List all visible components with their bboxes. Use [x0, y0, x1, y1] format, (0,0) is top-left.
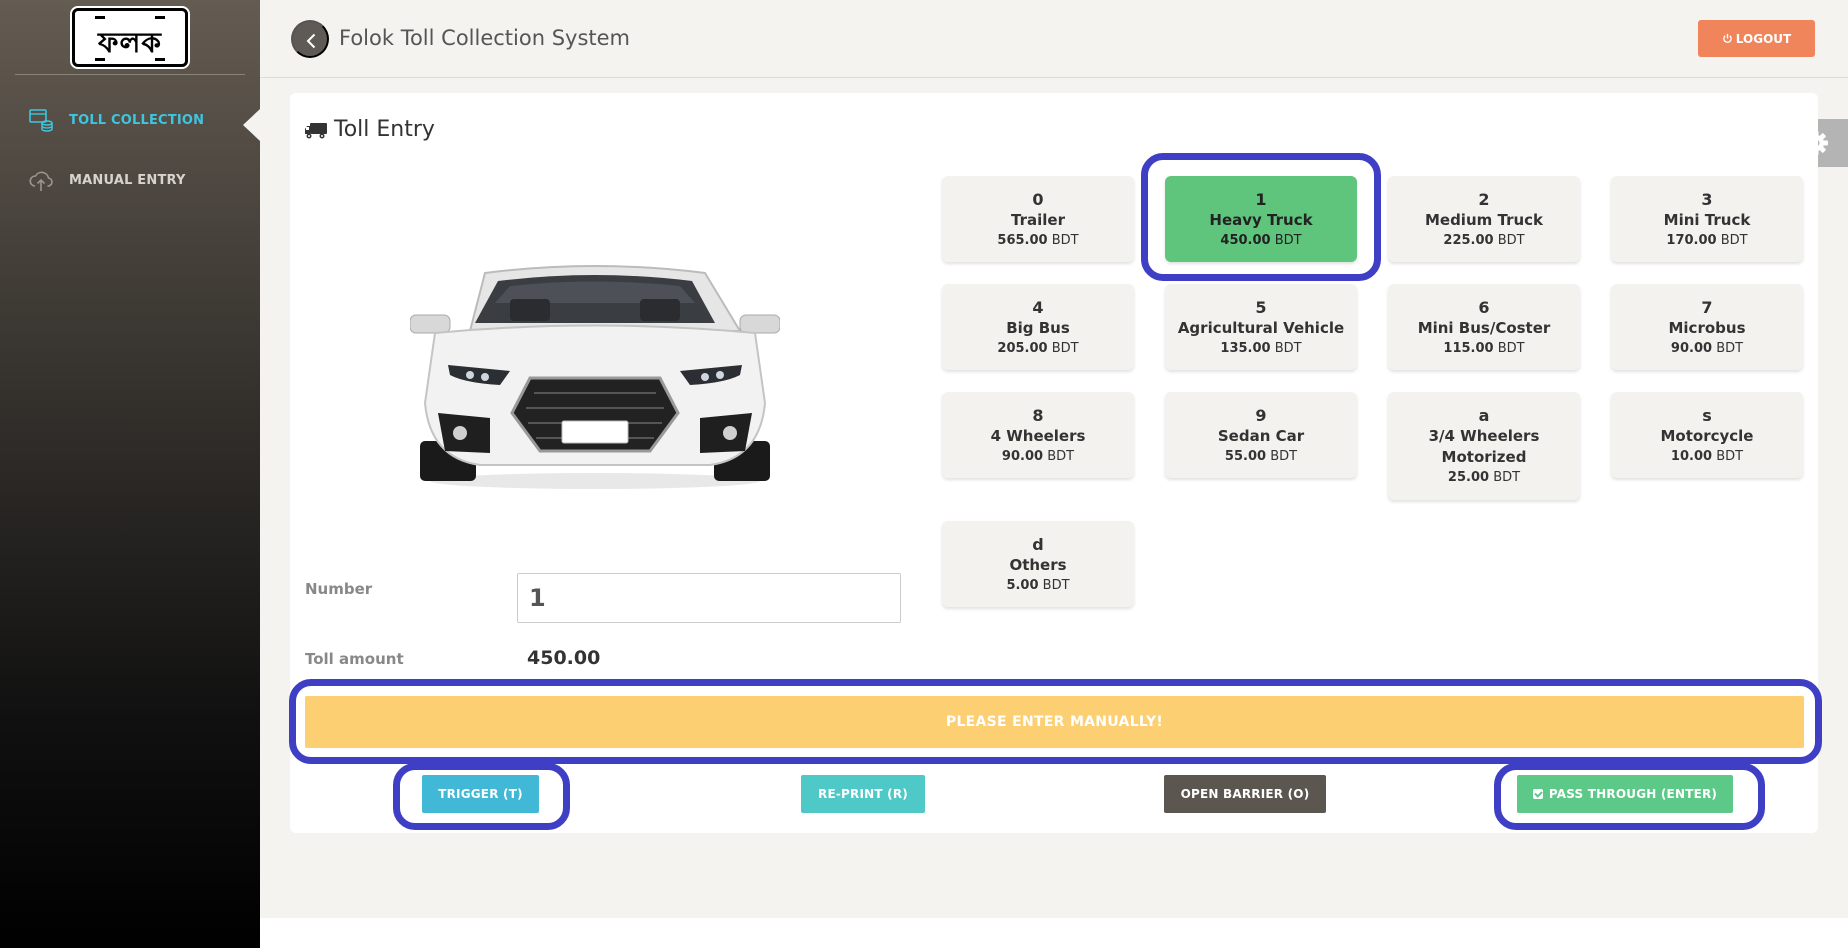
sidebar-item-label: MANUAL ENTRY — [69, 172, 186, 188]
vehicle-price: 115.00 BDT — [1443, 341, 1525, 356]
trigger-button[interactable]: TRIGGER (T) — [422, 775, 539, 813]
vehicle-button-others[interactable]: d Others 5.00 BDT — [942, 521, 1134, 607]
open-barrier-button[interactable]: OPEN BARRIER (O) — [1164, 775, 1326, 813]
card-title-text: Toll Entry — [334, 117, 435, 142]
vehicle-button-3-4-wheelers-motorized[interactable]: a 3/4 Wheelers Motorized 25.00 BDT — [1388, 392, 1580, 500]
active-caret — [243, 109, 260, 141]
vehicle-name: Trailer — [1011, 211, 1065, 229]
vehicle-image — [410, 265, 780, 489]
sidebar-divider — [15, 74, 245, 75]
vehicle-price: 90.00 BDT — [1001, 449, 1075, 464]
vehicle-button-mini-bus-coster[interactable]: 6 Mini Bus/Coster 115.00 BDT — [1388, 284, 1580, 370]
page-title: Folok Toll Collection System — [339, 26, 631, 50]
vehicle-name: 4 Wheelers — [990, 427, 1086, 445]
logout-button[interactable]: LOGOUT — [1698, 20, 1815, 57]
vehicle-key: 1 — [1255, 190, 1267, 209]
number-label: Number — [305, 580, 373, 598]
vehicle-price: 565.00 BDT — [997, 233, 1079, 248]
toll-entry-card: Toll Entry Number Toll amount 450.00 0 — [290, 93, 1818, 833]
vehicle-name: Others — [1009, 556, 1067, 574]
pass-through-button[interactable]: PASS THROUGH (ENTER) — [1517, 775, 1733, 813]
check-square-icon — [1532, 789, 1543, 799]
vehicle-price: 450.00 BDT — [1220, 233, 1302, 248]
vehicle-button-agricultural-vehicle[interactable]: 5 Agricultural Vehicle 135.00 BDT — [1165, 284, 1357, 370]
footer-strip — [260, 918, 1848, 948]
vehicle-button-microbus[interactable]: 7 Microbus 90.00 BDT — [1611, 284, 1803, 370]
vehicle-button-4-wheelers[interactable]: 8 4 Wheelers 90.00 BDT — [942, 392, 1134, 478]
sidebar-item-label: TOLL COLLECTION — [69, 112, 205, 128]
cloud-upload-icon — [29, 171, 53, 191]
vehicle-button-medium-truck[interactable]: 2 Medium Truck 225.00 BDT — [1388, 176, 1580, 262]
sidebar-item-toll-collection[interactable]: TOLL COLLECTION — [0, 100, 260, 141]
toll-amount-value: 450.00 — [527, 647, 601, 669]
vehicle-name: Mini Bus/Coster — [1417, 319, 1551, 337]
vehicle-key: 0 — [1032, 190, 1044, 209]
vehicle-name: Microbus — [1668, 319, 1746, 337]
vehicle-price: 10.00 BDT — [1670, 449, 1744, 464]
vehicle-price: 205.00 BDT — [997, 341, 1079, 356]
vehicle-key: s — [1702, 406, 1712, 425]
vehicle-key: 6 — [1478, 298, 1490, 317]
vehicle-name: Big Bus — [1006, 319, 1070, 337]
vehicle-key: 3 — [1701, 190, 1713, 209]
logout-label: LOGOUT — [1735, 31, 1792, 46]
vehicle-price: 225.00 BDT — [1443, 233, 1525, 248]
vehicle-name: 3/4 Wheelers Motorized — [1428, 427, 1540, 466]
sidebar: ফলক TOLL COLLECTION MANUAL ENTRY — [0, 0, 260, 948]
vehicle-button-big-bus[interactable]: 4 Big Bus 205.00 BDT — [942, 284, 1134, 370]
vehicle-name: Motorcycle — [1660, 427, 1754, 445]
card-title: Toll Entry — [304, 117, 435, 142]
vehicle-key: 8 — [1032, 406, 1044, 425]
vehicle-key: 2 — [1478, 190, 1490, 209]
vehicle-button-sedan-car[interactable]: 9 Sedan Car 55.00 BDT — [1165, 392, 1357, 478]
toll-collection-icon — [29, 109, 53, 132]
vehicle-price: 90.00 BDT — [1670, 341, 1744, 356]
vehicle-key: 7 — [1701, 298, 1713, 317]
vehicle-name: Mini Truck — [1663, 211, 1751, 229]
truck-icon — [305, 122, 327, 138]
vehicle-button-trailer[interactable]: 0 Trailer 565.00 BDT — [942, 176, 1134, 262]
vehicle-key: 9 — [1255, 406, 1267, 425]
vehicle-price: 5.00 BDT — [1006, 578, 1070, 593]
vehicle-button-motorcycle[interactable]: s Motorcycle 10.00 BDT — [1611, 392, 1803, 478]
vehicle-button-mini-truck[interactable]: 3 Mini Truck 170.00 BDT — [1611, 176, 1803, 262]
vehicle-name: Sedan Car — [1217, 427, 1305, 445]
vehicle-name: Heavy Truck — [1209, 211, 1313, 229]
logo-text: ফলক — [98, 26, 162, 59]
vehicle-price: 135.00 BDT — [1220, 341, 1302, 356]
vehicle-price: 25.00 BDT — [1447, 470, 1521, 485]
vehicle-key: 5 — [1255, 298, 1267, 317]
vehicle-price: 55.00 BDT — [1224, 449, 1298, 464]
vehicle-button-heavy-truck[interactable]: 1 Heavy Truck 450.00 BDT — [1165, 176, 1357, 262]
vehicle-key: 4 — [1032, 298, 1044, 317]
vehicle-key: a — [1478, 406, 1490, 425]
pass-through-label: PASS THROUGH (ENTER) — [1548, 787, 1718, 801]
toll-amount-label: Toll amount — [305, 650, 404, 668]
reprint-button[interactable]: RE-PRINT (R) — [801, 775, 925, 813]
chevron-left-icon — [306, 33, 316, 49]
power-icon — [1722, 33, 1732, 43]
vehicle-name: Medium Truck — [1424, 211, 1544, 229]
back-button[interactable] — [291, 20, 329, 58]
vehicle-price: 170.00 BDT — [1666, 233, 1748, 248]
vehicle-name: Agricultural Vehicle — [1177, 319, 1345, 337]
vehicle-key: d — [1032, 535, 1044, 554]
number-input[interactable] — [517, 573, 901, 623]
header: Folok Toll Collection System LOGOUT — [260, 0, 1848, 78]
folok-logo: ফলক — [72, 8, 188, 67]
sidebar-item-manual-entry[interactable]: MANUAL ENTRY — [0, 160, 260, 200]
manual-entry-alert: PLEASE ENTER MANUALLY! — [305, 696, 1804, 748]
